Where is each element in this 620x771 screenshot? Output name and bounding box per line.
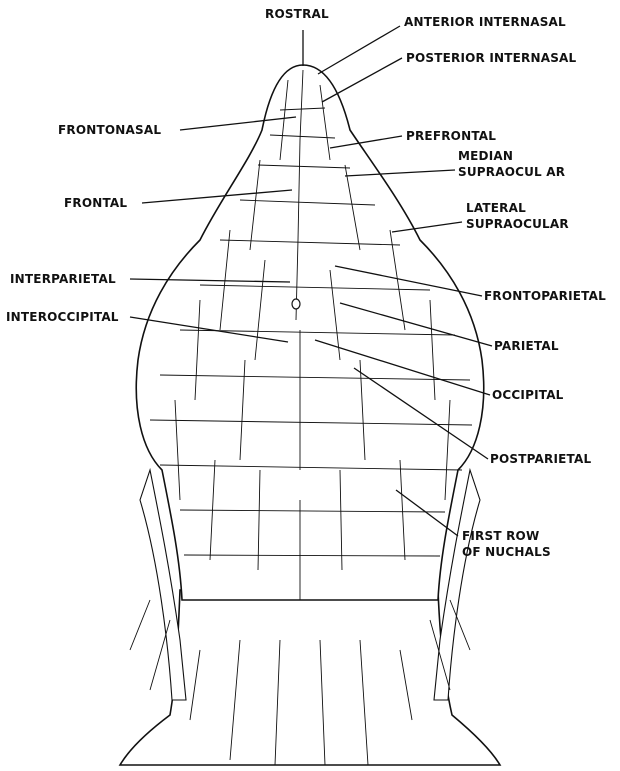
label-anterior-internasal: ANTERIOR INTERNASAL — [404, 15, 566, 29]
label-median-supraocular: MEDIAN SUPRAOCUL AR — [458, 149, 565, 179]
label-occipital: OCCIPITAL — [492, 388, 564, 402]
label-frontal: FRONTAL — [64, 196, 127, 210]
label-frontonasal: FRONTONASAL — [58, 123, 161, 137]
label-posterior-internasal: POSTERIOR INTERNASAL — [406, 51, 577, 65]
label-parietal: PARIETAL — [494, 339, 559, 353]
label-first-row-of-nuchals: FIRST ROW OF NUCHALS — [462, 529, 551, 559]
label-lateral-supraocular: LATERAL SUPRAOCULAR — [466, 201, 569, 231]
parietal-eye-icon — [292, 299, 300, 309]
label-postparietal: POSTPARIETAL — [490, 452, 591, 466]
label-interoccipital: INTEROCCIPITAL — [6, 310, 119, 324]
label-prefrontal: PREFRONTAL — [406, 129, 496, 143]
label-rostral: ROSTRAL — [265, 7, 329, 21]
label-interparietal: INTERPARIETAL — [10, 272, 116, 286]
label-frontoparietal: FRONTOPARIETAL — [484, 289, 606, 303]
